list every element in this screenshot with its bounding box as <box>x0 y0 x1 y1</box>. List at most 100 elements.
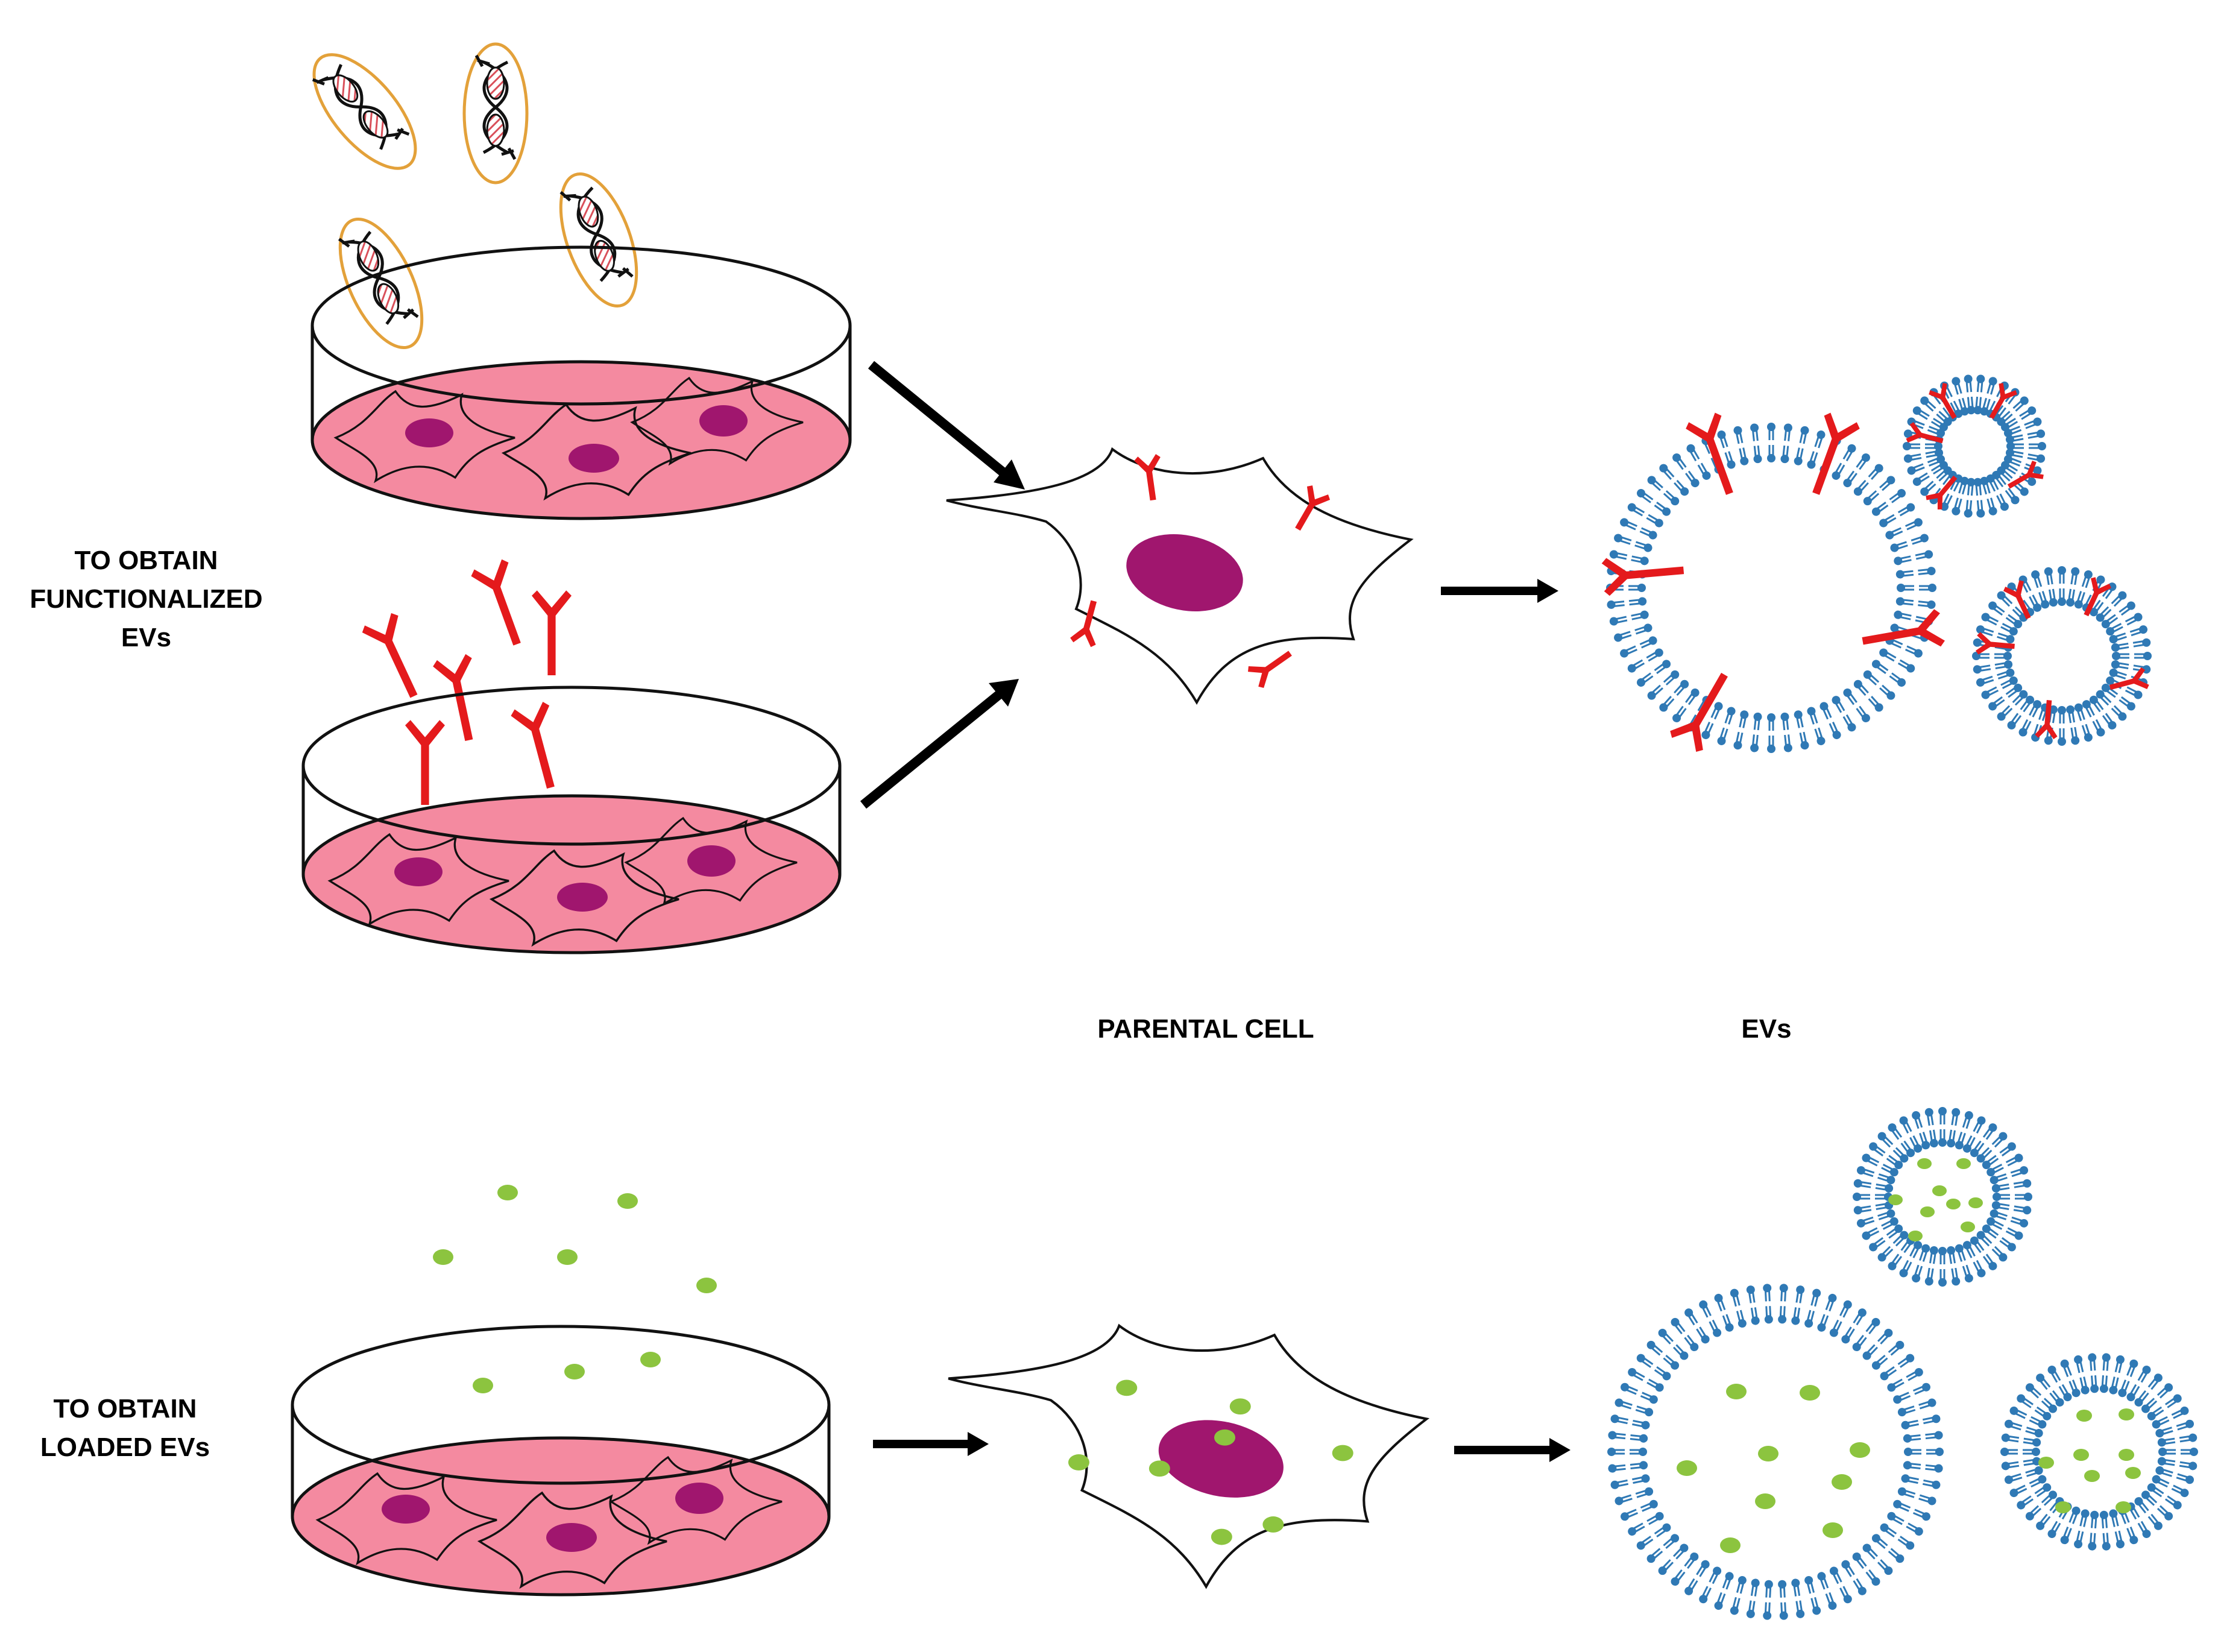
lipid-outer <box>2023 1380 2044 1401</box>
lipid-outer <box>1748 733 1761 754</box>
lipid-outer <box>1909 1263 1926 1285</box>
label-loaded-line-1: TO OBTAIN <box>53 1394 197 1423</box>
lipid-outer <box>1607 1430 1627 1442</box>
lipid-inner <box>1877 1364 1899 1383</box>
lipid-outer <box>1608 548 1629 563</box>
lipid-inner <box>1634 1485 1656 1501</box>
label-functionalized-line-2: FUNCTIONALIZED <box>30 584 263 614</box>
lipid-inner <box>1860 1541 1880 1562</box>
lipid-outer <box>1634 486 1656 506</box>
lipid-inner <box>1631 1417 1652 1431</box>
lipid-outer <box>1909 532 1931 547</box>
lipid-inner <box>2156 1455 2177 1469</box>
lipid-outer <box>2170 1404 2191 1422</box>
lipid-outer <box>1970 1258 1988 1280</box>
lipid-outer <box>1731 730 1746 751</box>
lipid-outer <box>1885 1252 1905 1273</box>
lipid-inner <box>1850 1550 1870 1571</box>
lipid-outer <box>1748 422 1761 443</box>
lipid-inner <box>1652 499 1674 519</box>
lipid-outer <box>1974 373 1986 394</box>
lipid-outer <box>1911 1381 1933 1398</box>
lipid-outer <box>2124 1525 2140 1546</box>
lipid-outer <box>2146 1512 2166 1533</box>
lipid-outer <box>1762 1282 1773 1303</box>
lipid-inner <box>1629 1432 1649 1444</box>
lipid-outer <box>1644 1546 1665 1566</box>
lipid-outer <box>2135 1519 2153 1541</box>
lipid-outer <box>2014 1392 2035 1411</box>
lipid-outer <box>1985 599 2007 618</box>
lipid-inner <box>1895 582 1915 593</box>
lipid-inner <box>1693 1325 1712 1346</box>
lipid-outer <box>1778 1282 1789 1303</box>
extracellular-vesicle-icon <box>1999 1352 2199 1552</box>
lipid-inner <box>1827 1564 1845 1586</box>
lipid-outer <box>1852 1203 1873 1216</box>
lipid-outer <box>1980 1252 2000 1273</box>
extracellular-vesicle-icon <box>1901 373 2047 519</box>
lipid-inner <box>1839 1325 1857 1346</box>
lipid-outer <box>1962 499 1975 519</box>
lipid-outer <box>1895 1533 1917 1553</box>
lipid-outer <box>1697 1297 1714 1320</box>
lipid-outer <box>1974 499 1986 519</box>
lipid-outer <box>1697 1584 1714 1606</box>
lipid-outer <box>1669 450 1689 472</box>
lipid-outer <box>2043 566 2056 587</box>
lipid-outer <box>2163 1493 2184 1512</box>
culture-dish-icon <box>301 686 842 954</box>
lipid-outer <box>1903 643 1925 660</box>
lipid-inner <box>1899 1417 1920 1431</box>
lipid-outer <box>1656 693 1677 714</box>
extracellular-vesicle-icon <box>1971 565 2153 747</box>
lipid-outer <box>1937 1268 1948 1288</box>
lipid-outer <box>1837 1297 1854 1320</box>
lipid-outer <box>1937 1106 1948 1126</box>
lipid-outer <box>2058 1357 2075 1379</box>
lipid-outer <box>2058 1525 2075 1546</box>
lipid-outer <box>2135 1363 2153 1385</box>
label-functionalized-line-3: EVs <box>121 623 172 652</box>
lipid-inner <box>1638 634 1660 651</box>
lipid-inner <box>2088 1374 2100 1395</box>
lipid-inner <box>1789 1577 1803 1598</box>
lipid-outer <box>1605 598 1626 611</box>
lipid-outer <box>2002 1471 2024 1486</box>
lipid-outer <box>1979 610 2000 628</box>
lipid-outer <box>2002 1417 2024 1433</box>
lipid-outer <box>2178 1458 2199 1472</box>
lipid-outer <box>2026 427 2047 441</box>
lipid-outer <box>1778 1601 1789 1621</box>
lipid-outer <box>1766 421 1777 441</box>
lipid-outer <box>2000 1432 2021 1445</box>
lipid-inner <box>1736 446 1751 467</box>
lipid-outer <box>1897 1114 1915 1135</box>
extracellular-vesicle-icon <box>1851 1106 2034 1288</box>
lipid-outer <box>1877 473 1898 493</box>
lipid-inner <box>2088 1509 2100 1530</box>
lipid-outer <box>1840 713 1859 734</box>
lipid-outer <box>2109 588 2129 609</box>
lipid-outer <box>2009 1214 2031 1230</box>
lipid-inner <box>1719 1313 1736 1334</box>
lipid-outer <box>1645 473 1666 493</box>
lipid-outer <box>1852 1178 1873 1191</box>
label-evs: EVs <box>1741 1014 1792 1044</box>
lipid-inner <box>1885 1376 1906 1395</box>
lipid-inner <box>1892 608 1913 623</box>
lipid-inner <box>1869 1531 1890 1551</box>
lipid-outer <box>1914 548 1935 563</box>
lipid-outer <box>2146 1370 2166 1392</box>
lipid-outer <box>1985 694 2007 713</box>
lipid-outer <box>2133 651 2153 661</box>
lipid-inner <box>1671 1342 1691 1363</box>
lipid-inner <box>1991 1191 2011 1202</box>
lipid-outer <box>1866 461 1886 482</box>
lipid-inner <box>1860 488 1882 508</box>
parental-cell-icon <box>945 448 1412 704</box>
lipid-inner <box>1860 1342 1880 1363</box>
lipid-outer <box>1866 1235 1888 1254</box>
lipid-outer <box>2100 711 2119 733</box>
